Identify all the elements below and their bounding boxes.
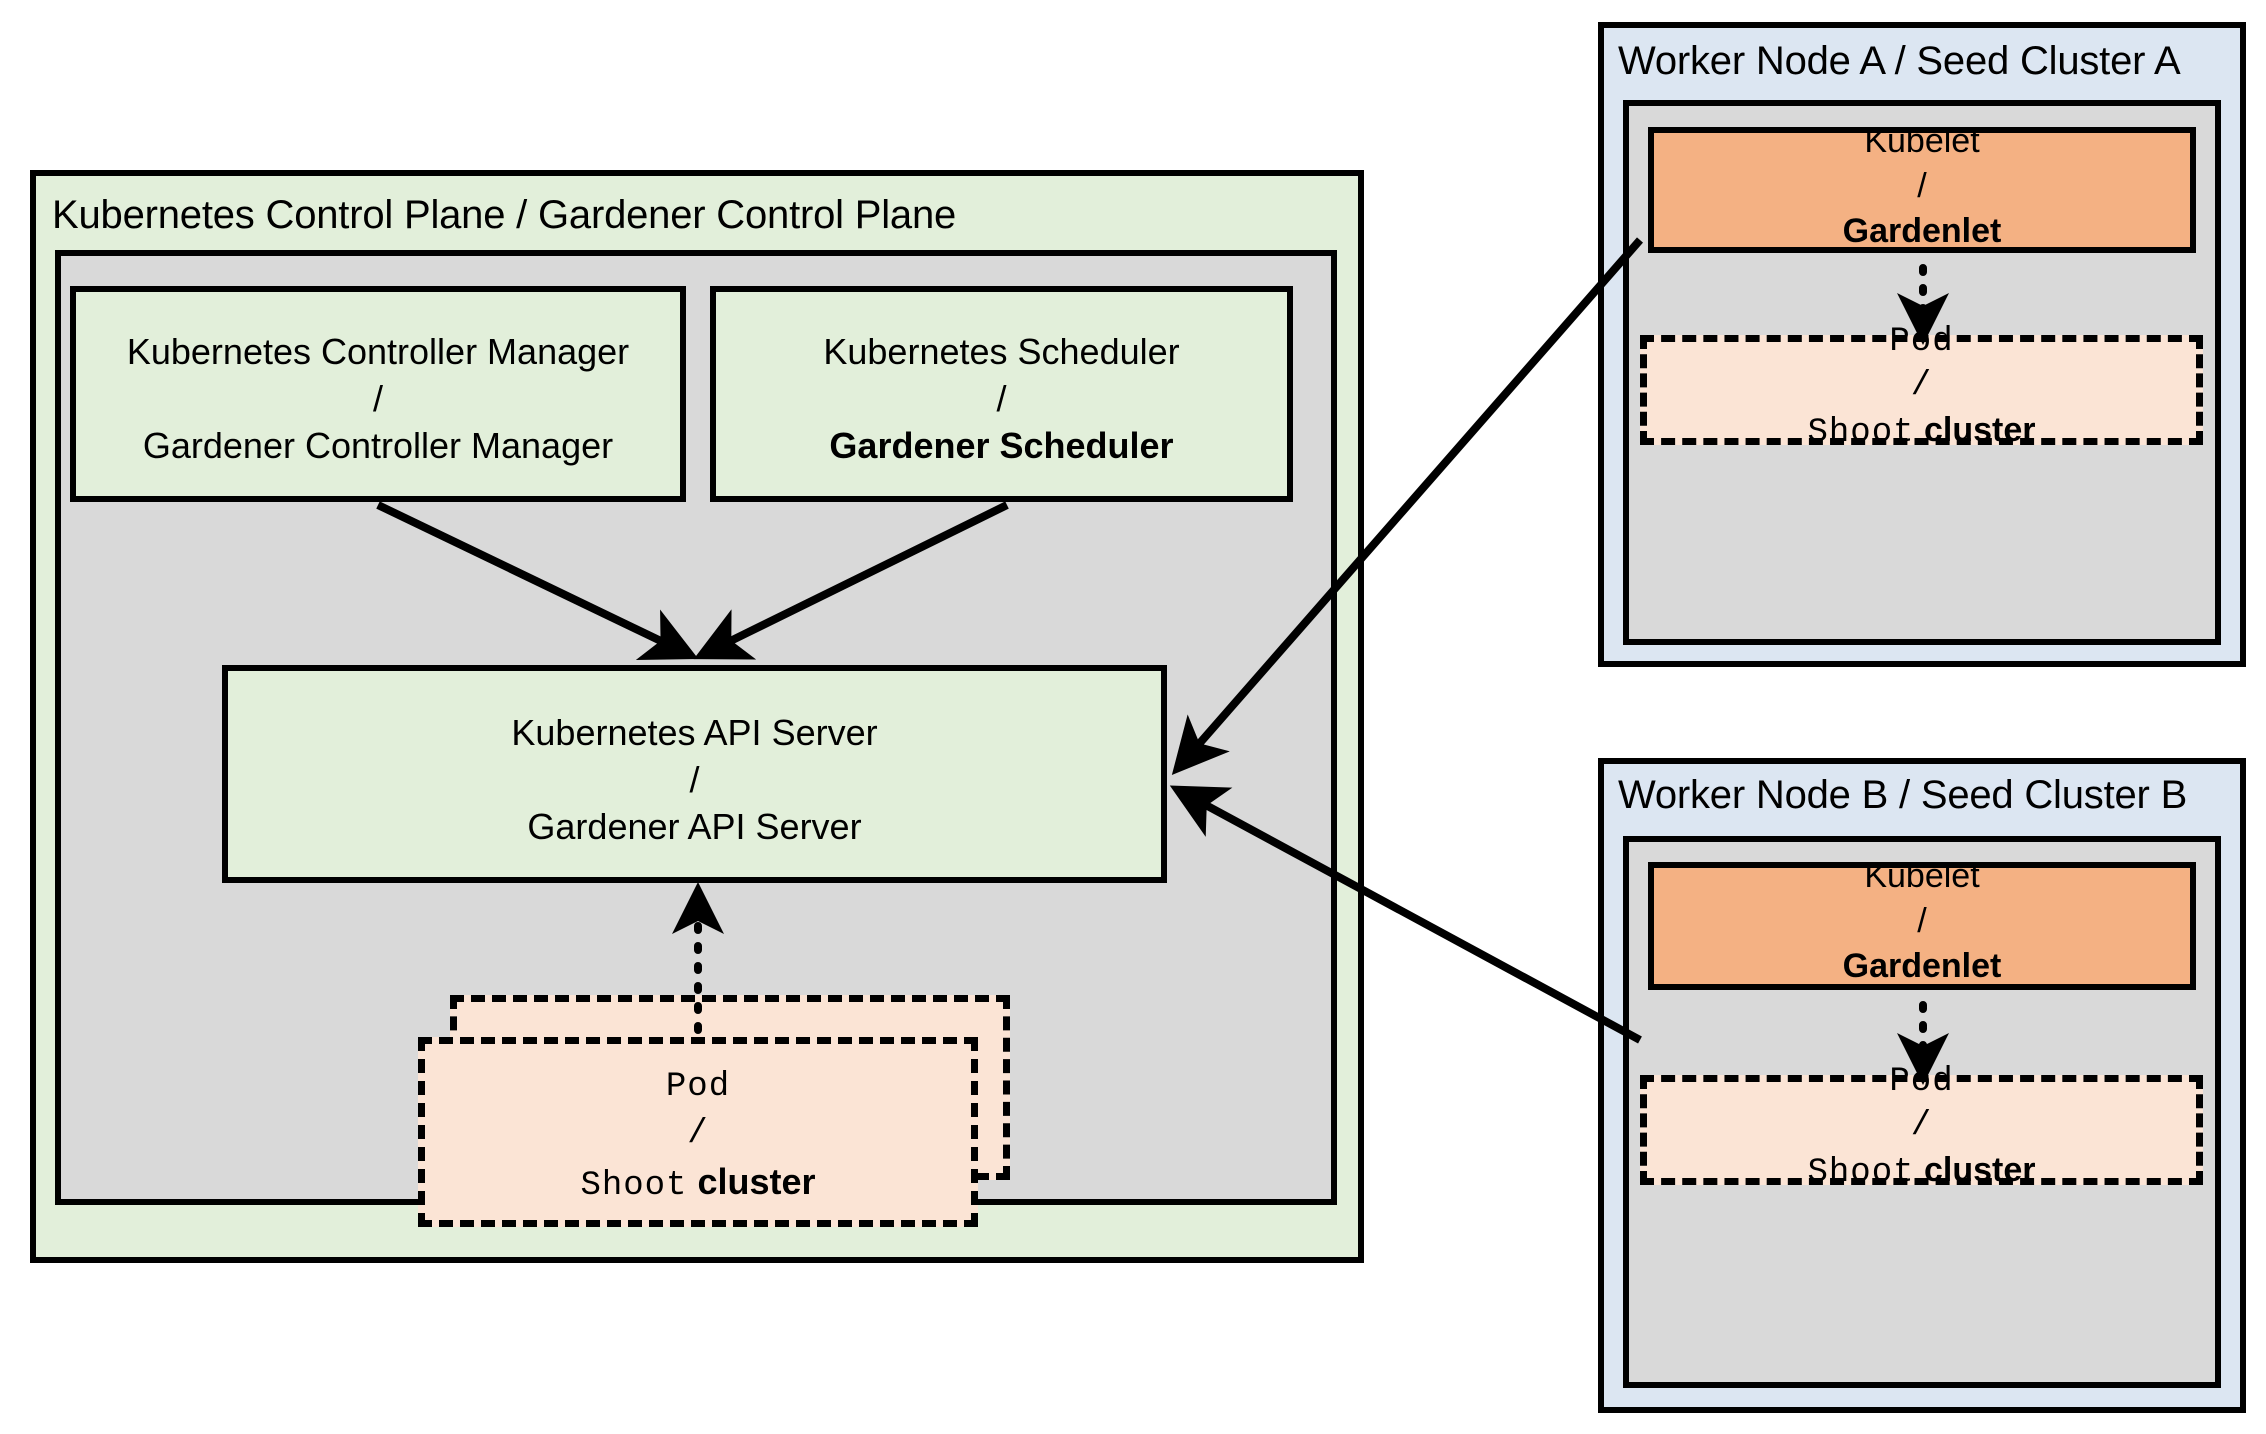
api-server-line-2: Gardener API Server — [527, 806, 862, 847]
control-plane-pod-box: Pod / Shoot cluster — [418, 1037, 978, 1227]
kubelet-a-line-2: Gardenlet — [1842, 212, 2002, 250]
control-plane-pod-text: Pod / Shoot cluster — [425, 1064, 971, 1210]
kubelet-b-line-1: Kubelet — [1864, 857, 1980, 895]
pod-b-text: Pod / Shoot cluster — [1647, 1060, 2196, 1195]
pod-a-shoot: Shoot — [1807, 414, 1915, 452]
pod-b-shoot: Shoot — [1807, 1154, 1915, 1192]
kubelet-a-box: Kubelet / Gardenlet — [1648, 122, 2196, 253]
pod-a-box: Pod / Shoot cluster — [1640, 323, 2203, 452]
kubelet-a-text: Kubelet / Gardenlet — [1654, 119, 2190, 254]
control-plane-pod-cluster: cluster — [697, 1161, 816, 1202]
pod-b-box: Pod / Shoot cluster — [1640, 1063, 2203, 1192]
controller-manager-separator: / — [372, 378, 383, 419]
kubelet-b-text: Kubelet / Gardenlet — [1654, 854, 2190, 989]
scheduler-separator: / — [996, 378, 1007, 419]
api-server-text: Kubernetes API Server / Gardener API Ser… — [228, 709, 1161, 850]
control-plane-pod-shoot: Shoot — [580, 1167, 688, 1205]
scheduler-line-2: Gardener Scheduler — [829, 425, 1174, 466]
api-server-box: Kubernetes API Server / Gardener API Ser… — [222, 665, 1167, 883]
controller-manager-line-2: Gardener Controller Manager — [142, 425, 614, 466]
kubelet-b-line-2: Gardenlet — [1842, 947, 2002, 985]
controller-manager-line-1: Kubernetes Controller Manager — [126, 331, 630, 372]
kubelet-b-separator: / — [1917, 902, 1927, 940]
control-plane-title: Kubernetes Control Plane / Gardener Cont… — [52, 193, 957, 237]
pod-b-line-1: Pod — [1889, 1063, 1954, 1101]
control-plane-pod-line-2: Shoot cluster — [425, 1158, 971, 1210]
controller-manager-box: Kubernetes Controller Manager / Gardener… — [70, 286, 686, 502]
control-plane-pod-separator: / — [687, 1115, 709, 1153]
kubelet-a-line-1: Kubelet — [1864, 122, 1980, 160]
scheduler-box: Kubernetes Scheduler / Gardener Schedule… — [710, 286, 1293, 502]
pod-b-cluster: cluster — [1923, 1151, 2036, 1189]
pod-b-line-2: Shoot cluster — [1647, 1148, 2196, 1195]
worker-node-a-title: Worker Node A / Seed Cluster A — [1618, 39, 2181, 83]
pod-a-cluster: cluster — [1923, 411, 2036, 449]
api-server-separator: / — [689, 759, 700, 800]
pod-a-text: Pod / Shoot cluster — [1647, 320, 2196, 455]
scheduler-line-1: Kubernetes Scheduler — [823, 331, 1180, 372]
controller-manager-text: Kubernetes Controller Manager / Gardener… — [76, 328, 680, 469]
kubelet-b-box: Kubelet / Gardenlet — [1648, 857, 2196, 990]
control-plane-pod-line-1: Pod — [665, 1068, 731, 1106]
kubelet-a-separator: / — [1917, 167, 1927, 205]
pod-a-line-2: Shoot cluster — [1647, 408, 2196, 455]
pod-b-separator: / — [1910, 1107, 1933, 1145]
worker-node-b-title: Worker Node B / Seed Cluster B — [1618, 773, 2188, 817]
api-server-line-1: Kubernetes API Server — [511, 712, 878, 753]
pod-a-separator: / — [1910, 367, 1933, 405]
pod-a-line-1: Pod — [1889, 323, 1954, 361]
scheduler-text: Kubernetes Scheduler / Gardener Schedule… — [716, 328, 1287, 469]
